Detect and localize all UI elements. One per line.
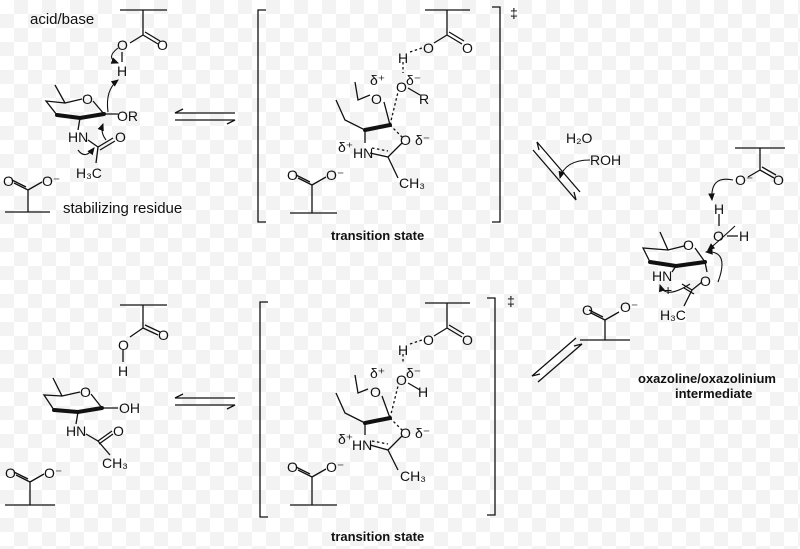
atom-label: H bbox=[117, 63, 127, 79]
atom-label: O bbox=[400, 132, 411, 148]
atom-label: H₃C bbox=[76, 165, 102, 181]
atom-label: O bbox=[713, 228, 724, 244]
double-dagger: ‡ bbox=[510, 5, 518, 21]
atom-label: O⁻ bbox=[44, 465, 62, 481]
equilibrium-arrows-top bbox=[174, 108, 236, 125]
atom-label: CH₃ bbox=[400, 468, 426, 484]
atom-label: HN bbox=[652, 268, 672, 284]
partial-charge: δ⁻ bbox=[415, 132, 430, 148]
atom-label: O bbox=[117, 37, 128, 53]
atom-label: O bbox=[396, 372, 407, 388]
atom-label: O bbox=[287, 167, 298, 183]
atom-label: O bbox=[113, 423, 124, 439]
atom-label: HN bbox=[68, 129, 88, 145]
atom-label: OR bbox=[117, 108, 138, 124]
atom-label: O bbox=[80, 384, 91, 400]
atom-label: O bbox=[773, 172, 784, 188]
atom-label: O bbox=[423, 40, 434, 56]
atom-label: O bbox=[396, 79, 407, 95]
partial-charge: δ⁻ bbox=[406, 365, 421, 381]
partial-charge: δ⁺ bbox=[370, 365, 385, 381]
positive-charge: + bbox=[664, 282, 672, 298]
product-molecule: O O H O OH HN O CH₃ O O⁻ bbox=[5, 304, 169, 506]
atom-label: H bbox=[714, 201, 724, 217]
alcohol-label: ROH bbox=[590, 152, 621, 168]
stabilizing-residue-label: stabilizing residue bbox=[63, 200, 182, 217]
atom-label: O bbox=[462, 332, 473, 348]
atom-label: O bbox=[683, 237, 694, 253]
atom-label: O bbox=[82, 91, 93, 107]
atom-label: O⁻ bbox=[42, 173, 60, 189]
substrate-molecule: O O H O OR HN O H₃C O O⁻ acid/base stabi… bbox=[3, 9, 182, 217]
atom-label: HN bbox=[352, 437, 372, 453]
equilibrium-arrows-right-lower bbox=[531, 337, 583, 383]
transition-state-label: transition state bbox=[331, 529, 424, 544]
atom-label: HN bbox=[353, 145, 373, 161]
transition-state-label: transition state bbox=[331, 228, 424, 243]
atom-label: O⁻ bbox=[326, 459, 344, 475]
atom-label: CH₃ bbox=[399, 175, 425, 191]
atom-label: O bbox=[462, 40, 473, 56]
oxazoline-intermediate: O⁻ O H O H O HN + O H₃C O O⁻ oxazoline/o… bbox=[580, 147, 785, 401]
atom-label: O bbox=[371, 91, 382, 107]
atom-label: H bbox=[398, 50, 408, 66]
partial-charge: δ⁻ bbox=[415, 425, 430, 441]
water-label: H₂O bbox=[566, 130, 593, 146]
atom-label: O⁻ bbox=[620, 299, 638, 315]
atom-label: O bbox=[423, 332, 434, 348]
hydrolysis-arrows: H₂O ROH bbox=[532, 130, 621, 201]
double-dagger: ‡ bbox=[507, 293, 515, 309]
atom-label: H bbox=[739, 228, 749, 244]
atom-label: O⁻ bbox=[735, 172, 753, 188]
equilibrium-arrows-bottom bbox=[174, 393, 236, 410]
atom-label: H bbox=[398, 342, 408, 358]
atom-label: O bbox=[287, 459, 298, 475]
atom-label: O bbox=[157, 37, 168, 53]
atom-label: O bbox=[370, 384, 381, 400]
atom-label: O bbox=[118, 337, 129, 353]
atom-label: O bbox=[115, 129, 126, 145]
atom-label: O bbox=[158, 327, 169, 343]
partial-charge: δ⁺ bbox=[338, 139, 353, 155]
atom-label: O bbox=[5, 465, 16, 481]
atom-label: H bbox=[418, 384, 428, 400]
atom-label: H₃C bbox=[660, 307, 686, 323]
intermediate-label-line2: intermediate bbox=[675, 386, 752, 401]
atom-label: CH₃ bbox=[102, 455, 128, 471]
atom-label: O bbox=[400, 425, 411, 441]
atom-label: R bbox=[419, 91, 429, 107]
atom-label: HN bbox=[66, 423, 86, 439]
partial-charge: δ⁺ bbox=[338, 431, 353, 447]
atom-label: O bbox=[582, 302, 593, 318]
acid-base-label: acid/base bbox=[30, 11, 94, 28]
atom-label: OH bbox=[119, 400, 140, 416]
intermediate-label-line1: oxazoline/oxazolinium bbox=[638, 371, 776, 386]
atom-label: O bbox=[3, 173, 14, 189]
atom-label: H bbox=[118, 363, 128, 379]
partial-charge: δ⁺ bbox=[370, 72, 385, 88]
transition-state-2: ‡ O O H O δ⁻ H δ⁺ O HN δ⁺ O δ⁻ CH₃ O O⁻ … bbox=[259, 293, 515, 544]
atom-label: O bbox=[700, 273, 711, 289]
atom-label: O⁻ bbox=[326, 167, 344, 183]
partial-charge: δ⁻ bbox=[406, 72, 421, 88]
transition-state-1: ‡ O O H O δ⁻ R δ⁺ O HN δ⁺ O δ⁻ CH₃ O O⁻ … bbox=[257, 5, 518, 243]
